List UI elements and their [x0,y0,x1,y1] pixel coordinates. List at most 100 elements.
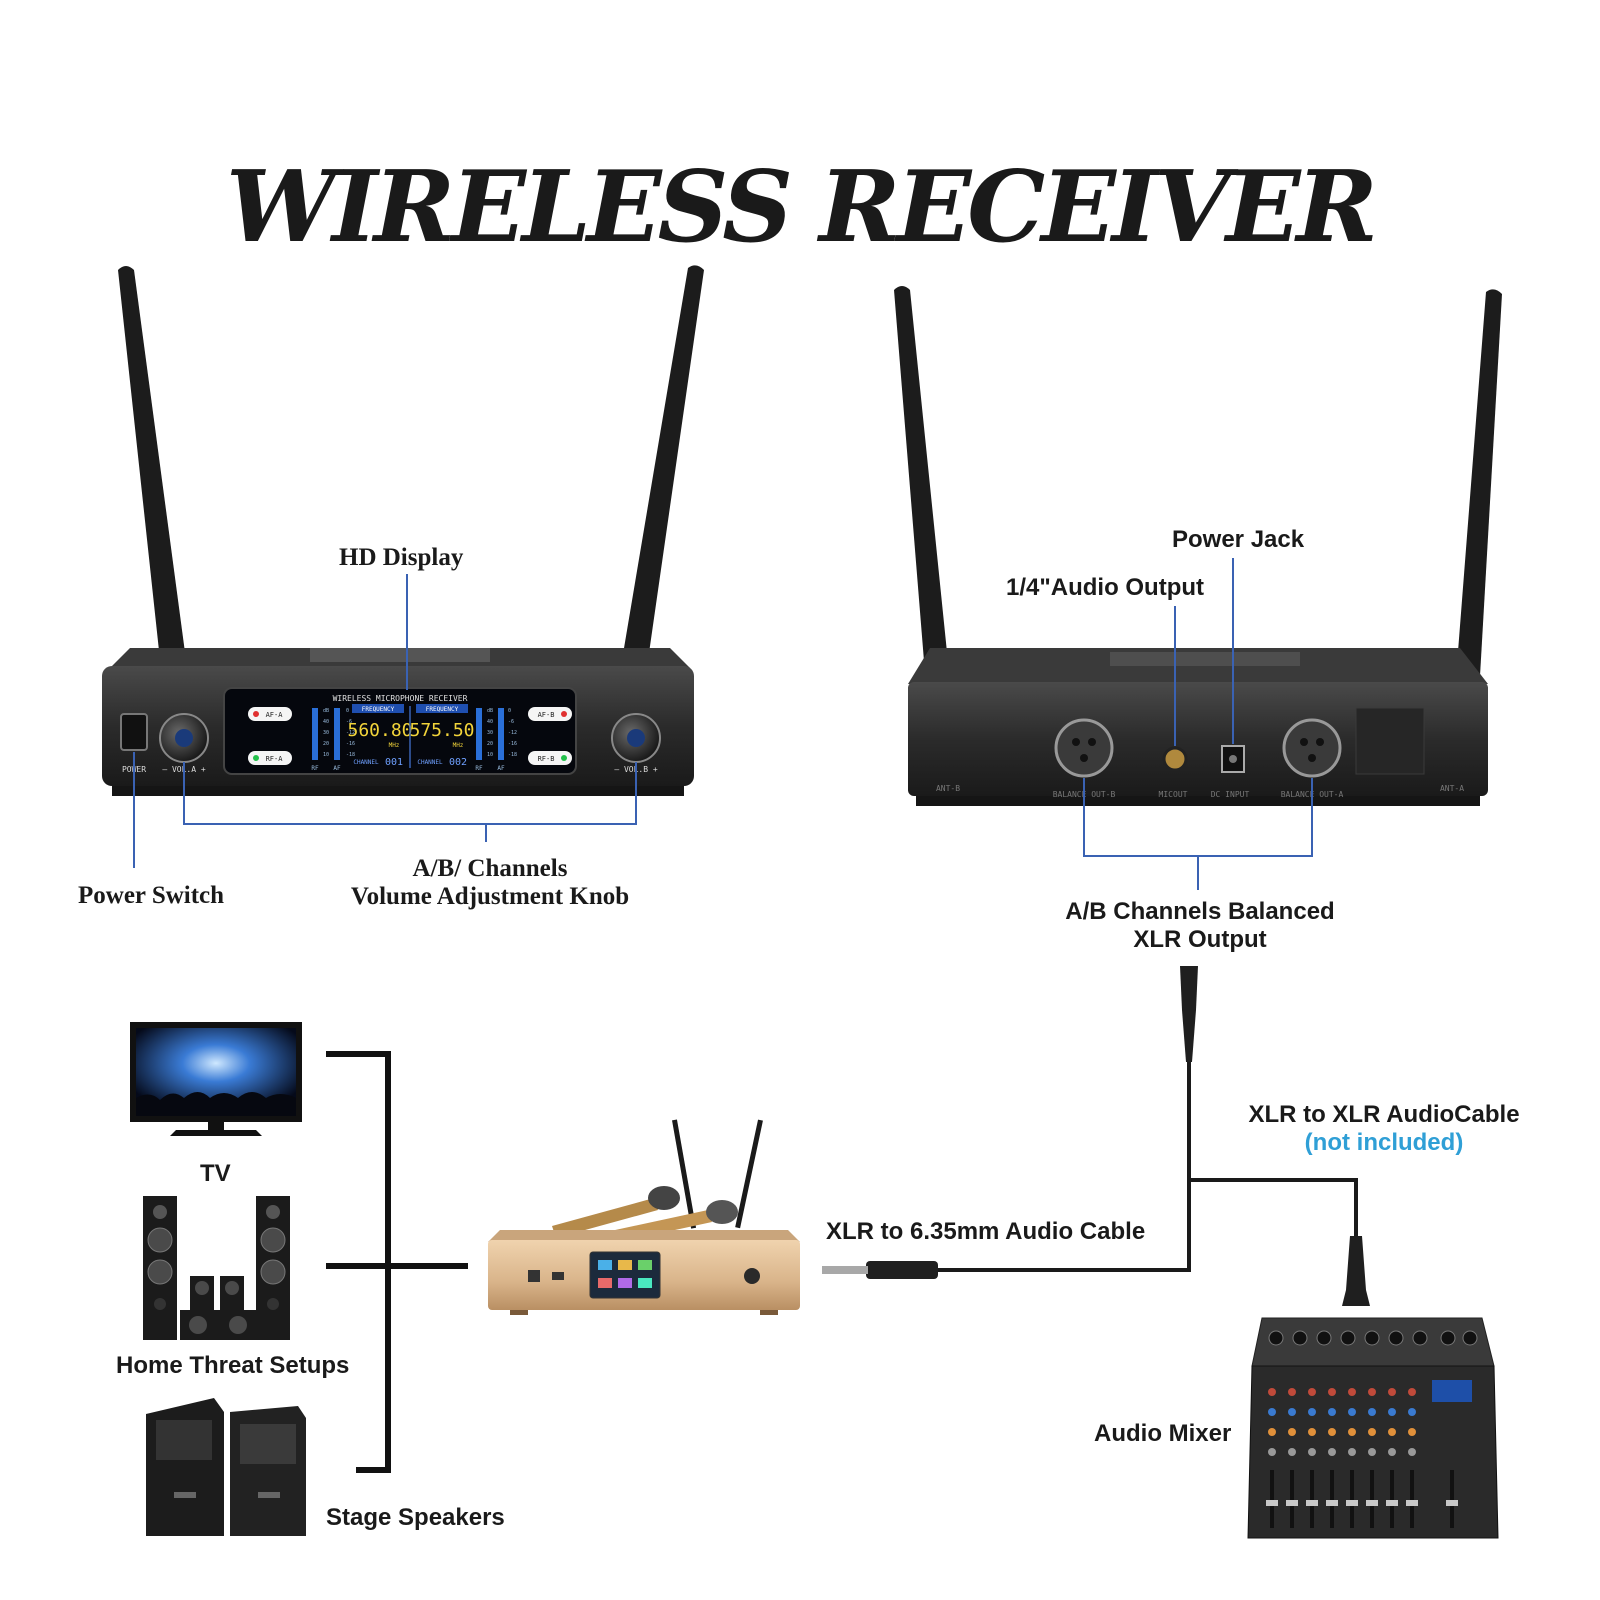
back-antenna-left [894,286,958,760]
audio-mixer-device [1247,1317,1499,1539]
power-switch-button[interactable] [120,713,148,751]
stage-speakers-device [146,1398,306,1536]
rf-a-label: RF-A [266,755,284,763]
meter-b-af-label: AF [497,765,505,772]
xlr-to-xlr-cable-label: XLR to XLR AudioCable (not included) [1224,1101,1544,1157]
meter-a-tick-5: 10 [323,752,329,758]
xlr-plug-top [1180,966,1198,1062]
xlr-out-b-jack[interactable] [1054,718,1114,778]
xlr-to-xlr-cable-path [1189,1178,1358,1236]
frequency-b-label: FREQUENCY [426,706,459,713]
meter-b-rf-label: RF [475,765,483,772]
xlr-output-label: A/B Channels Balanced XLR Output [1040,898,1360,954]
meter-b-db-5: -18 [508,752,517,758]
amp-screen-tile-3 [638,1260,652,1270]
handheld-mic-1 [552,1198,658,1238]
meter-b-af-bar [498,708,504,760]
power-jack-label: Power Jack [1172,526,1305,553]
back-base [916,796,1480,806]
af-a-label: AF-A [266,711,284,719]
stage-speaker-left-badge [174,1492,196,1498]
amp-screen-tile-6 [638,1278,652,1288]
amplifier-device [488,1119,800,1315]
dc-input-label: DC INPUT [1211,790,1250,799]
amp-foot-left [510,1310,528,1315]
xlr-out-a-pin-3 [1308,754,1316,762]
home-theater-label: Home Threat Setups [116,1352,350,1379]
af-a-badge [248,707,292,721]
frequency-a-badge [352,704,404,713]
home-theater-device [143,1196,290,1340]
amp-port-1 [528,1270,540,1282]
meter-a-db-1: 0 [346,708,349,714]
stage-speaker-left [146,1398,224,1536]
frequency-b-value: 575.50 [409,720,474,741]
rf-b-badge [528,751,572,765]
mhz-b-label: MHz [453,742,464,749]
right-tower-driver-4 [267,1298,279,1310]
display-header: WIRELESS MICROPHONE RECEIVER [333,694,468,703]
amp-port-2 [552,1272,564,1280]
xlr-to-xlr-label-line1: XLR to XLR AudioCable [1248,1101,1520,1128]
back-receiver: ANT-B BALANCE OUT-B MICOUT DC INPUT BALA… [894,286,1502,806]
front-antenna-left [118,266,186,660]
meter-a-rf-bar [312,708,318,760]
rf-a-badge [248,751,292,765]
mic-out-label: MICOUT [1159,790,1188,799]
volume-knob-label: A/B/ Channels Volume Adjustment Knob [330,855,650,911]
mixer-fader-caps [1266,1500,1458,1506]
frequency-b-badge [416,704,468,713]
amp-screen-tile-2 [618,1260,632,1270]
mixer-faders [1270,1470,1454,1528]
xlr-output-label-line1: A/B Channels Balanced [1065,898,1335,925]
channel-a-value: 001 [385,757,403,768]
meter-a-tick-3: 30 [323,730,329,736]
amp-top [488,1230,800,1242]
mixer-display [1432,1380,1472,1402]
volume-knob-callout-line [183,762,637,842]
rf-a-led [253,755,259,761]
left-tower-driver-3 [147,1259,173,1285]
xlr-to-635-cable-label: XLR to 6.35mm Audio Cable [826,1218,1146,1245]
callout-lines [133,558,1313,890]
tv-device [130,1022,302,1136]
mixer-knob-rows [1268,1388,1416,1456]
meter-a-db-3: -12 [346,730,355,736]
meter-b-tick-2: 40 [487,719,493,725]
tv-neck [208,1122,224,1130]
center-speaker-left-driver [195,1281,209,1295]
audio-output-label: 1/4"Audio Output [1006,574,1205,601]
xlr-out-a-pin-1 [1300,738,1308,746]
subwoofer-driver-2 [229,1316,247,1334]
front-receiver: POWER – VOL.A + – VOL.B + WIRELESS MICRO… [102,265,704,796]
amp-screen [589,1251,661,1299]
right-tower-driver-3 [260,1259,286,1285]
meter-b-db-2: -6 [508,719,514,725]
quarter-inch-plug-tip [822,1266,868,1274]
not-included-note: (not included) [1304,1129,1464,1156]
front-base [112,786,684,796]
stage-speaker-left-grille [156,1420,212,1460]
stage-speaker-right-badge [258,1492,280,1498]
xlr-out-b-pin-2 [1088,738,1096,746]
volume-a-knob-center [175,729,193,747]
meter-b-tick-3: 30 [487,730,493,736]
xlr-out-a-jack[interactable] [1282,718,1342,778]
tv-crowd [136,1092,296,1116]
back-label-plate [1355,707,1425,775]
amp-antenna-left [672,1119,697,1229]
af-a-led [253,711,259,717]
amp-screen-tile-1 [598,1260,612,1270]
tv-label: TV [200,1160,231,1187]
subwoofer-driver-1 [189,1316,207,1334]
ant-b-label: ANT-B [936,784,960,793]
dc-power-jack-pin [1229,755,1237,763]
xlr-out-b-pin-1 [1072,738,1080,746]
mixer-jack-row [1268,1330,1478,1346]
output-bracket [326,1051,468,1473]
channel-b-value: 002 [449,757,467,768]
quarter-inch-output-jack[interactable] [1162,746,1188,772]
meter-a-rf-label: RF [311,765,319,772]
right-tower-driver-2 [260,1227,286,1253]
meter-b-db-1: 0 [508,708,511,714]
